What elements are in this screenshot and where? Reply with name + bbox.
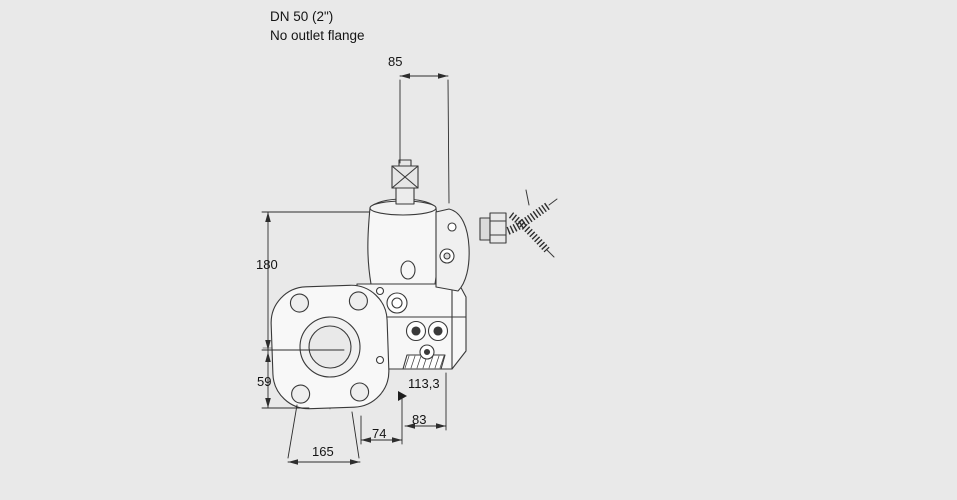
- dim-label-outlet-section-width: 83: [412, 412, 427, 427]
- terminal-housing: [435, 208, 470, 292]
- cable-braid: [508, 212, 550, 253]
- flow-arrow-icon: [398, 391, 407, 401]
- dim-label-height-below-centerline: 59: [257, 374, 272, 389]
- bolt-hole: [348, 291, 368, 311]
- dim-label-actuator-width: 85: [388, 54, 403, 69]
- cable-plug-assembly: [479, 189, 558, 258]
- dim-label-body-length: 113,3: [408, 376, 440, 391]
- actuator-port: [400, 260, 416, 280]
- bolt-hole: [289, 293, 309, 313]
- bolt-hole: [291, 384, 311, 404]
- title-variant: No outlet flange: [270, 28, 365, 43]
- dim-label-inlet-section-width: 74: [372, 426, 387, 441]
- top-cap: [391, 159, 419, 189]
- hatch-pattern: [404, 355, 445, 369]
- dimension-lines: [261, 73, 450, 465]
- flange-bore-inner: [308, 325, 352, 369]
- title-size: DN 50 (2"): [270, 9, 334, 24]
- cable-braid: [506, 201, 552, 235]
- body-details: [375, 286, 449, 401]
- inlet-flange: [270, 284, 390, 410]
- bolt-hole: [350, 382, 370, 402]
- dim-label-flange-width: 165: [312, 444, 334, 459]
- title-block: DN 50 (2") No outlet flange: [270, 7, 365, 45]
- dim-label-height-above-centerline: 180: [256, 257, 278, 272]
- solenoid-actuator: [367, 159, 439, 285]
- cap-stem: [395, 185, 415, 205]
